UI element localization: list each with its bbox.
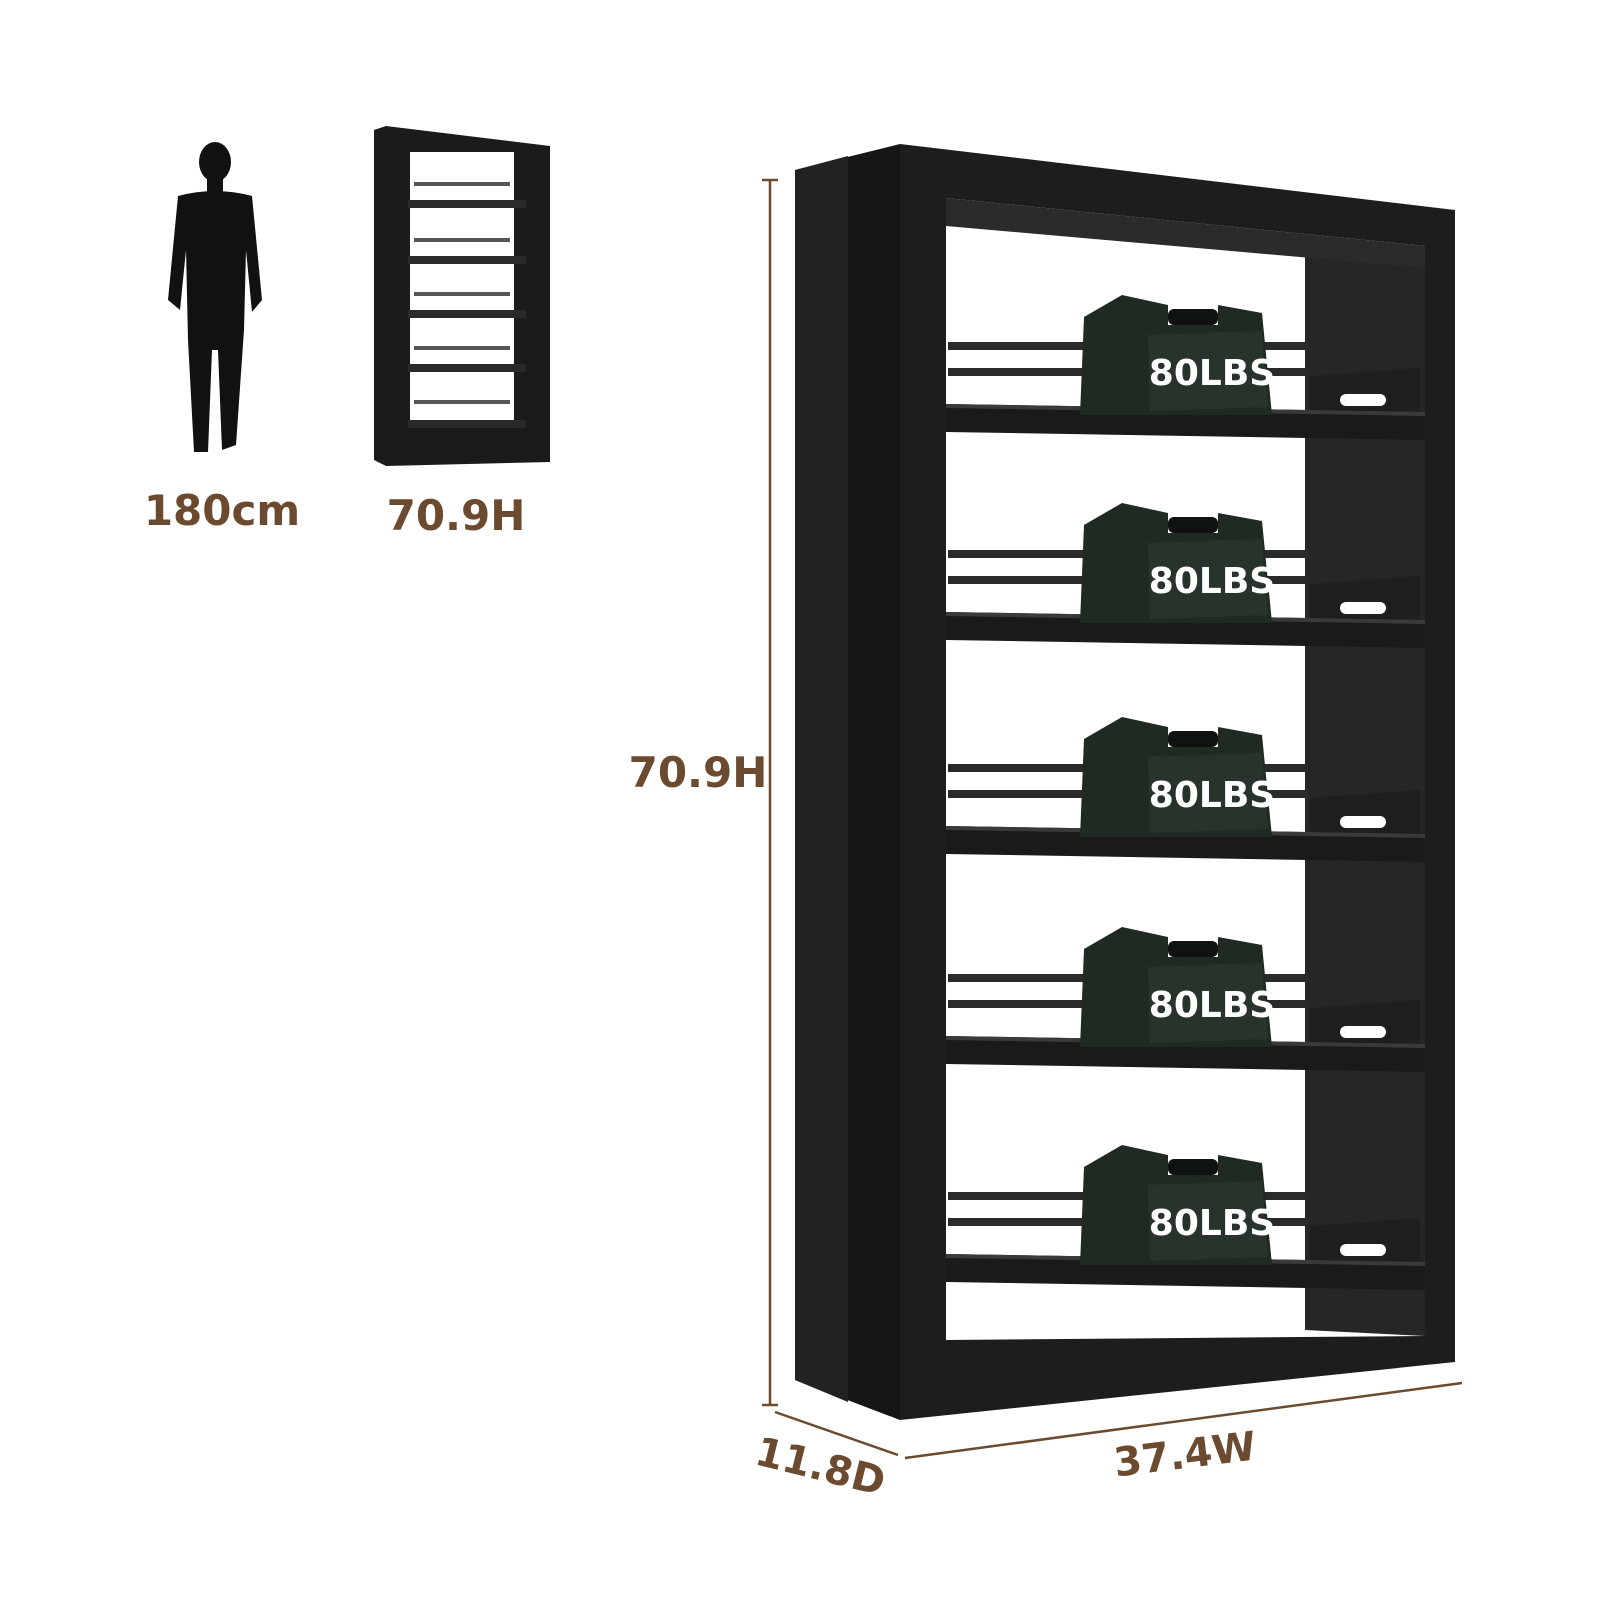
depth-label: 11.8D <box>751 1429 890 1506</box>
height-dimension-line <box>762 178 778 1407</box>
weight-label: 80LBS <box>1149 1203 1275 1244</box>
weight-label: 80LBS <box>1149 985 1275 1026</box>
bracket-slot <box>1340 602 1386 614</box>
height-label: 70.9H <box>629 748 768 797</box>
bracket-slot <box>1340 816 1386 828</box>
person-height-label: 180cm <box>144 486 300 535</box>
shelf-level: 80LBS <box>946 927 1425 1072</box>
weight-block-icon <box>1080 1145 1272 1265</box>
weight-block-icon <box>1080 717 1272 837</box>
small-shelf-height-label: 70.9H <box>387 491 526 540</box>
shelf-layers: 80LBS 80LBS 80LBS 80LBS 80LBS <box>946 295 1425 1290</box>
rail-slot <box>960 1200 1060 1205</box>
width-label: 37.4W <box>1111 1423 1258 1486</box>
width-dimension-line <box>904 1381 1463 1460</box>
shelf-level: 80LBS <box>946 503 1425 648</box>
shelf-level: 80LBS <box>946 295 1425 440</box>
rail-slot <box>960 772 1060 777</box>
weight-label: 80LBS <box>1149 561 1275 602</box>
depth-dimension-line <box>774 1410 899 1457</box>
weight-label: 80LBS <box>1149 353 1275 394</box>
bracket-slot <box>1340 1244 1386 1256</box>
rail-slot <box>960 558 1060 563</box>
bracket-slot <box>1340 394 1386 406</box>
weight-label: 80LBS <box>1149 775 1275 816</box>
rail-slot <box>960 350 1060 355</box>
person-silhouette-icon <box>168 142 262 452</box>
bracket-slot <box>1340 1026 1386 1038</box>
rail-slot <box>960 982 1060 987</box>
shelf-level: 80LBS <box>946 1145 1425 1290</box>
weight-block-icon <box>1080 295 1272 415</box>
shelf-level: 80LBS <box>946 717 1425 862</box>
weight-block-icon <box>1080 927 1272 1047</box>
small-shelf-thumbnail <box>374 126 550 466</box>
weight-block-icon <box>1080 503 1272 623</box>
